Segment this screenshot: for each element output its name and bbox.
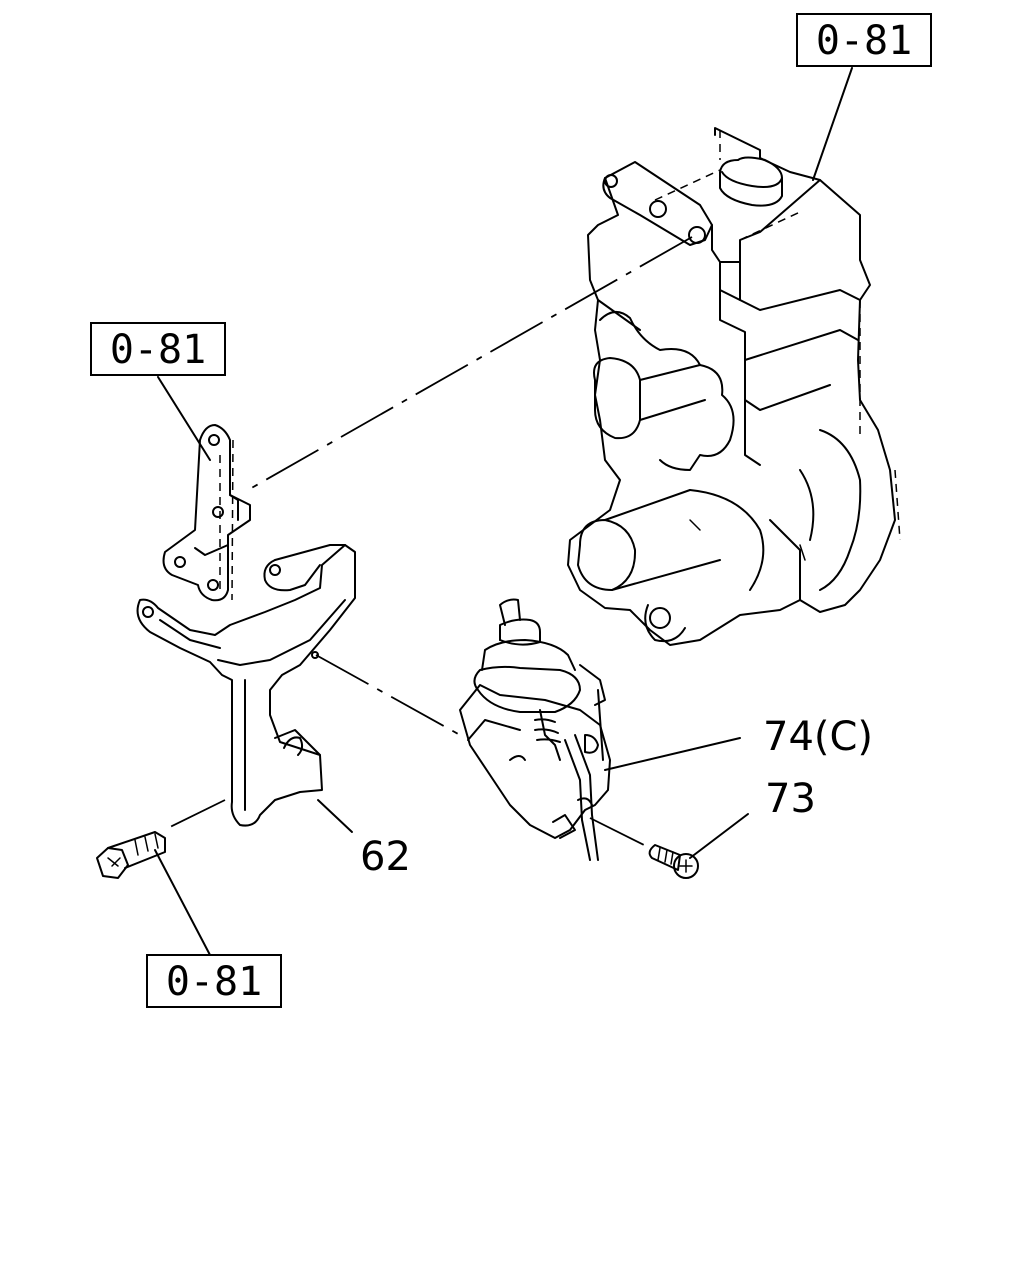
ref-label-bottom: 0-81 [166, 959, 262, 1005]
part-62-plate [136, 544, 356, 827]
callout-ref-bottom[interactable]: 0-81 [146, 954, 282, 1008]
leader-lines [154, 67, 853, 956]
part-label-62: 62 [360, 834, 411, 880]
part-74-actuator [459, 598, 611, 861]
bolt [96, 831, 166, 879]
callout-ref-top[interactable]: 0-81 [796, 13, 932, 67]
ref-label-top: 0-81 [816, 18, 912, 64]
part-73-screw [648, 844, 699, 879]
part-label-74: 74(C) [763, 714, 873, 760]
part-label-73: 73 [765, 776, 816, 822]
callout-ref-left[interactable]: 0-81 [90, 322, 226, 376]
ref-label-left: 0-81 [110, 327, 206, 373]
injection-pump-housing [567, 127, 901, 646]
mounting-bracket [162, 424, 251, 602]
alignment-lines [167, 236, 693, 849]
